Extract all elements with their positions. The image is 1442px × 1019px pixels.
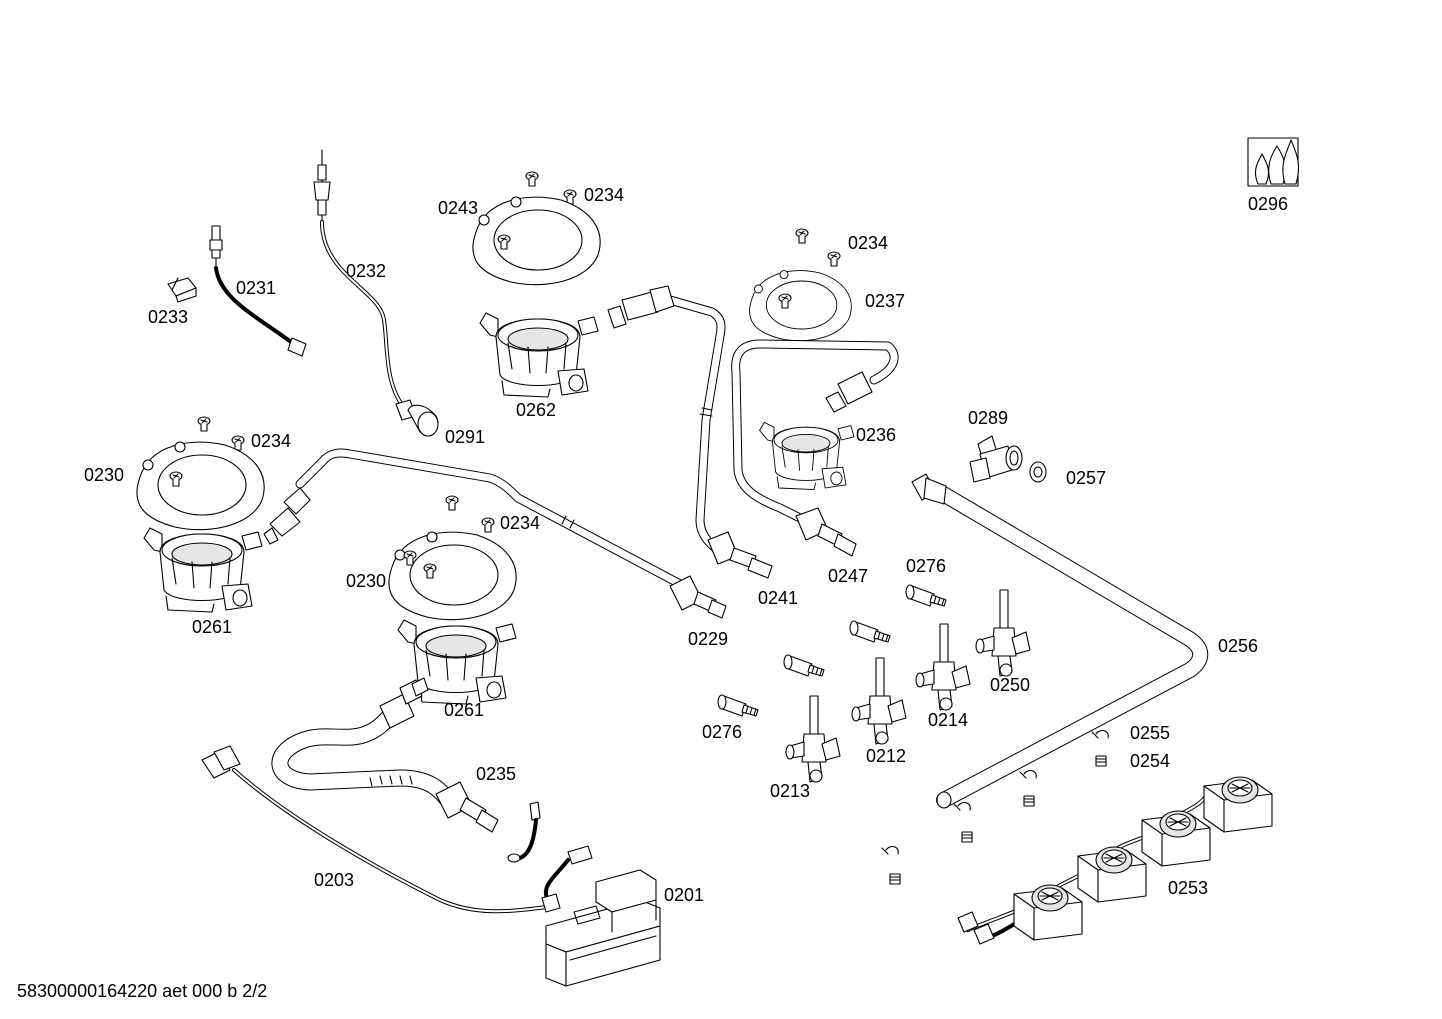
gasket-0230 bbox=[136, 441, 265, 531]
label-0262: 0262 bbox=[516, 400, 556, 420]
gas-pipe-0247 bbox=[731, 339, 899, 557]
screw-0234 bbox=[795, 228, 809, 244]
screw-0234 bbox=[197, 416, 211, 432]
gas-hose-0235 bbox=[271, 677, 499, 833]
gas-flame-symbol-icon bbox=[1247, 137, 1300, 187]
document-footer-id: 58300000164220 aet 000 b 2/2 bbox=[17, 981, 268, 1001]
label-0232: 0232 bbox=[346, 261, 386, 281]
label-0231: 0231 bbox=[236, 278, 276, 298]
screw-0234 bbox=[827, 251, 841, 267]
label-0230-center: 0230 bbox=[346, 571, 386, 591]
label-0243: 0243 bbox=[438, 198, 478, 218]
label-0213: 0213 bbox=[770, 781, 810, 801]
burner-base-0262 bbox=[479, 312, 599, 398]
label-0276-top: 0276 bbox=[906, 556, 946, 576]
label-0250: 0250 bbox=[990, 675, 1030, 695]
thermocouple-0232 bbox=[313, 149, 408, 412]
elbow-connector-0289 bbox=[969, 435, 1023, 483]
label-0235: 0235 bbox=[476, 764, 516, 784]
gas-pipe-0229 bbox=[263, 448, 727, 619]
label-0254: 0254 bbox=[1130, 751, 1170, 771]
power-cable-0203 bbox=[201, 745, 558, 914]
ignition-switch-harness-0253 bbox=[957, 776, 1273, 945]
screw-0234 bbox=[445, 495, 459, 511]
label-0296: 0296 bbox=[1248, 194, 1288, 214]
label-0214: 0214 bbox=[928, 710, 968, 730]
gasket-0237 bbox=[749, 270, 852, 342]
gasket-0243 bbox=[472, 196, 601, 286]
injector-0276 bbox=[717, 694, 759, 717]
gas-pipe-0241 bbox=[607, 285, 773, 579]
label-0234-left: 0234 bbox=[251, 431, 291, 451]
label-0247: 0247 bbox=[828, 566, 868, 586]
label-0255: 0255 bbox=[1130, 723, 1170, 743]
burner-base-0236 bbox=[759, 421, 855, 491]
label-0212: 0212 bbox=[866, 746, 906, 766]
screw-0234 bbox=[481, 517, 495, 533]
label-0276-bottom: 0276 bbox=[702, 722, 742, 742]
label-0289: 0289 bbox=[968, 408, 1008, 428]
screw-0234 bbox=[525, 171, 539, 187]
label-0241: 0241 bbox=[758, 588, 798, 608]
label-0257: 0257 bbox=[1066, 468, 1106, 488]
washer-0257 bbox=[1029, 461, 1047, 483]
ignition-electrode-0231 bbox=[209, 225, 307, 357]
label-0201: 0201 bbox=[664, 885, 704, 905]
label-0229: 0229 bbox=[688, 629, 728, 649]
label-0291: 0291 bbox=[445, 427, 485, 447]
label-0234-center: 0234 bbox=[500, 513, 540, 533]
label-0233: 0233 bbox=[148, 307, 188, 327]
gas-valve-0250 bbox=[975, 589, 1031, 677]
clip-0233 bbox=[167, 277, 197, 303]
label-0203: 0203 bbox=[314, 870, 354, 890]
injector-0276 bbox=[905, 584, 947, 607]
ignition-leads bbox=[507, 801, 593, 913]
label-0256: 0256 bbox=[1218, 636, 1258, 656]
label-0234-top: 0234 bbox=[584, 185, 624, 205]
label-0234-right: 0234 bbox=[848, 233, 888, 253]
gas-manifold-pipe-0256 bbox=[911, 473, 1209, 809]
label-0261-center: 0261 bbox=[444, 700, 484, 720]
gas-valve-0213 bbox=[785, 695, 841, 783]
burner-base-0261 bbox=[143, 527, 263, 613]
springs-0254 bbox=[889, 755, 1107, 885]
label-0237: 0237 bbox=[865, 291, 905, 311]
label-0253: 0253 bbox=[1168, 878, 1208, 898]
injector-0276 bbox=[849, 620, 891, 643]
label-0261-left: 0261 bbox=[192, 617, 232, 637]
injector-0276 bbox=[783, 654, 825, 677]
ignition-control-unit-0201 bbox=[545, 869, 661, 987]
retaining-clips-0255 bbox=[881, 729, 1109, 855]
gasket-0230 bbox=[388, 531, 517, 621]
label-0236: 0236 bbox=[856, 425, 896, 445]
label-0230-left: 0230 bbox=[84, 465, 124, 485]
thermocouple-connector-0291 bbox=[395, 399, 439, 437]
gas-valve-0212 bbox=[851, 657, 907, 745]
gas-valve-0214 bbox=[915, 623, 971, 711]
